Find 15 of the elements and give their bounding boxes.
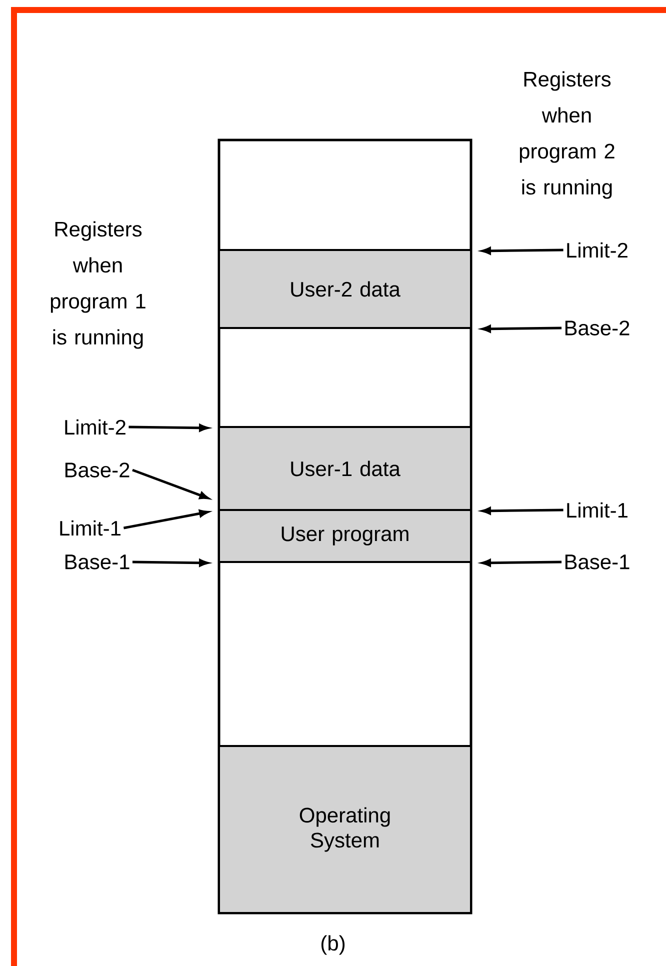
- register-label: Base-1: [565, 554, 630, 570]
- register-label: Base-1: [65, 554, 130, 570]
- memory-region: User-2 data: [218, 249, 472, 329]
- register-heading: Registers when program 1 is running: [50, 221, 146, 349]
- caption: (b): [321, 935, 345, 955]
- register-heading: Registers when program 2 is running: [520, 71, 614, 199]
- memory-region: User-1 data: [218, 426, 472, 511]
- register-label: Limit-1: [60, 520, 120, 536]
- register-label: Limit-2: [567, 242, 628, 258]
- register-label: Limit-1: [567, 502, 628, 518]
- register-label: Base-2: [65, 462, 130, 478]
- register-label: Base-2: [565, 320, 630, 336]
- register-label: Limit-2: [65, 419, 126, 435]
- memory-region: Operating System: [218, 745, 472, 914]
- memory-region: User program: [218, 509, 472, 563]
